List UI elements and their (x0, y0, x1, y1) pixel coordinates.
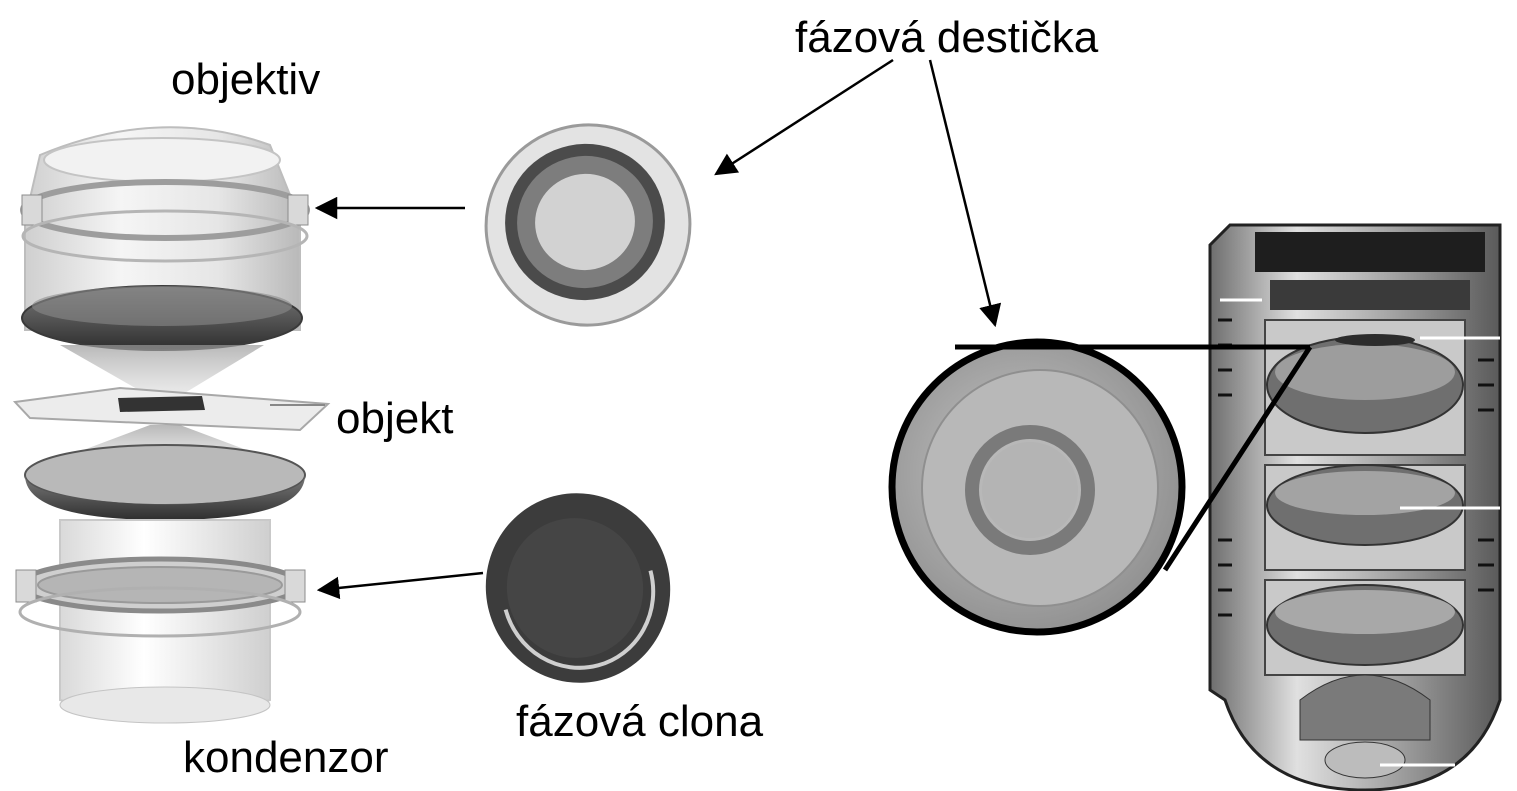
arrow-annulus-to-condenser-ring (316, 571, 484, 600)
phase-plate-label: fázová destička (795, 13, 1099, 62)
arrow-phase-plate-to-disc (714, 58, 894, 176)
light-cone-upper (60, 345, 264, 405)
phase-annulus-disc (485, 493, 671, 683)
phase-plate-disc (484, 123, 692, 327)
specimen-label: objekt (336, 394, 454, 443)
phase-plate-zoom-circle (888, 338, 1186, 636)
specimen-slide (12, 386, 331, 432)
zoom-connector-lines (955, 344, 1313, 572)
condenser-label: kondenzor (183, 733, 389, 782)
objective-cutaway-illustration (1208, 223, 1502, 791)
condenser-illustration (15, 444, 306, 724)
objective-label: objektiv (171, 55, 321, 104)
objective-illustration (20, 126, 310, 351)
arrow-phase-plate-to-zoom (928, 59, 1002, 328)
phase-annulus-label: fázová clona (516, 697, 764, 746)
arrows (314, 58, 1002, 600)
